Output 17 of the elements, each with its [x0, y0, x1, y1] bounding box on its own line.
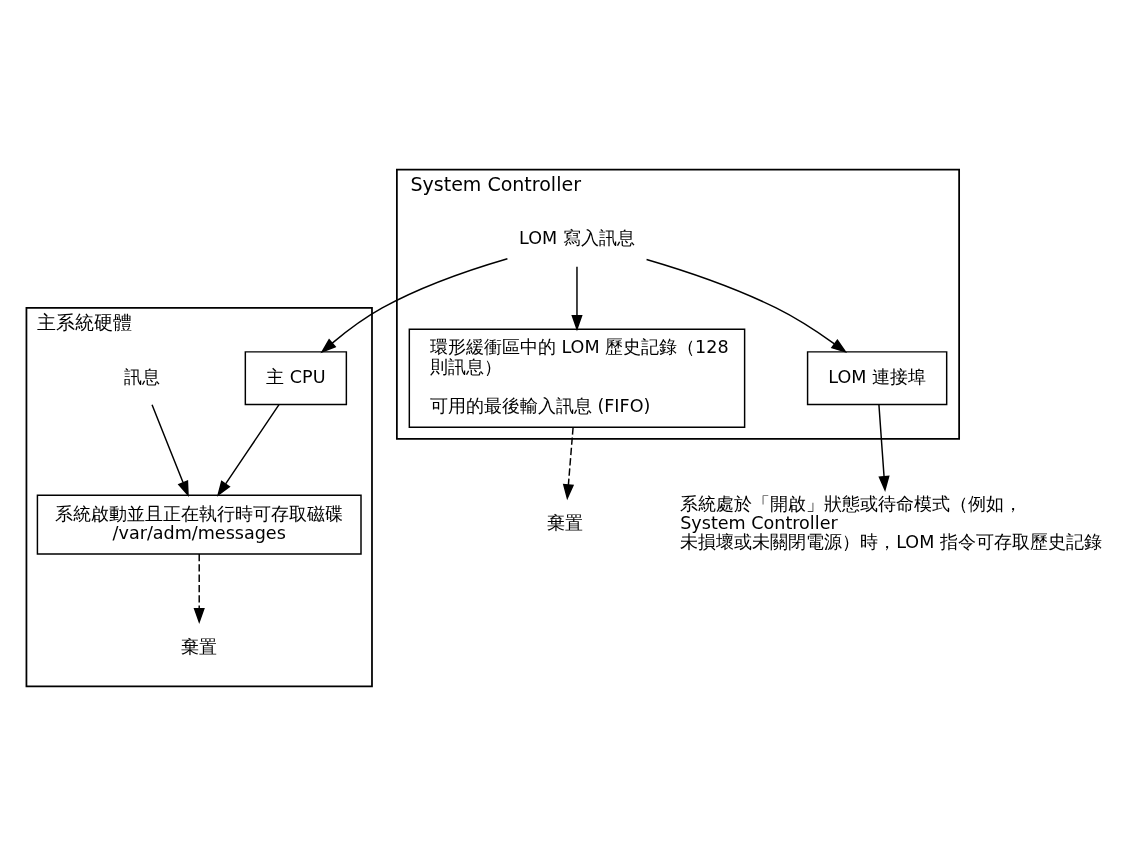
- node-text: 系統處於「開啟」狀態或待命模式（例如，System Controller 未損壞或未關閉電源）時，LOM 指令可存取歷史記錄: [680, 493, 1102, 552]
- arrow: [571, 265, 583, 331]
- node-text: 棄置: [181, 636, 218, 657]
- node-box: LOM 連接埠: [806, 350, 948, 405]
- node-text: LOM 寫入訊息: [519, 227, 635, 248]
- node-box: 系統啟動並且正在執行時可存取磁碟 /var/adm/messages: [36, 494, 362, 555]
- arrow: [878, 403, 890, 492]
- arrow: [193, 552, 205, 624]
- node-text: 棄置: [547, 512, 584, 533]
- node-text: 訊息: [124, 366, 161, 387]
- arrow: [645, 258, 848, 353]
- node-box: 主 CPU: [244, 350, 348, 405]
- arrow: [216, 403, 280, 497]
- arrow: [562, 426, 575, 500]
- node-box: 環形緩衝區中的 LOM 歷史記錄（128 則訊息） 可用的最後輸入訊息 (FIFO): [408, 327, 746, 428]
- arrow: [151, 403, 189, 497]
- arrow: [320, 257, 509, 353]
